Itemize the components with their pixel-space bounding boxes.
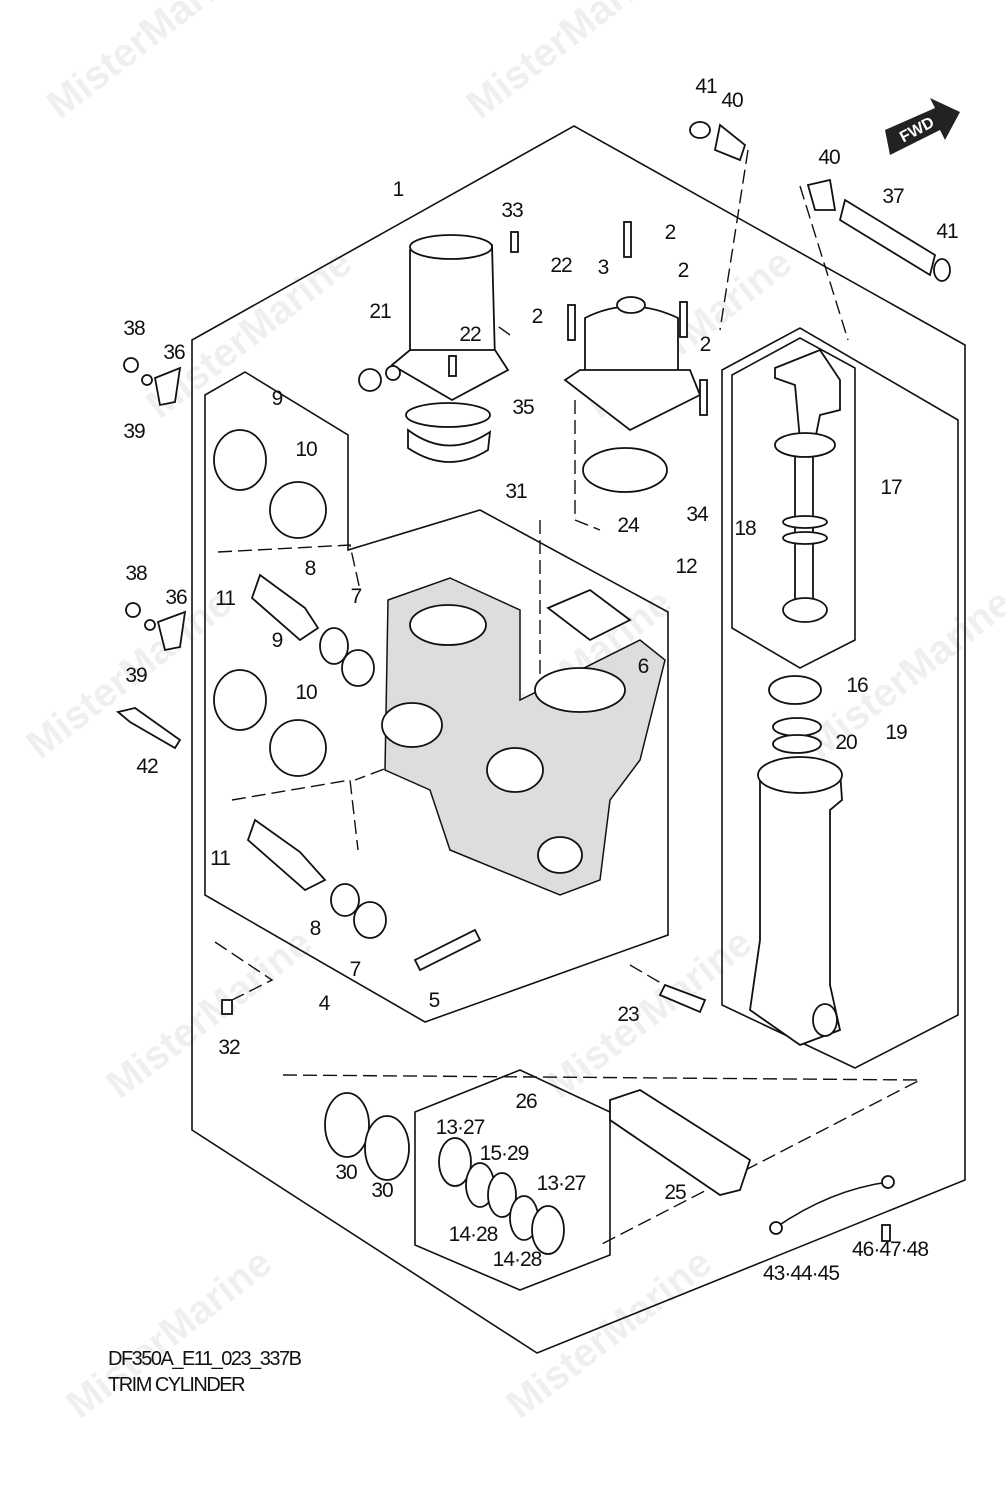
callout: 43·44·45 xyxy=(763,1262,839,1285)
callout: 20 xyxy=(835,731,857,754)
callout: 46·47·48 xyxy=(852,1238,928,1261)
svg-text:MisterMarine: MisterMarine xyxy=(58,1241,280,1428)
callout: 33 xyxy=(501,199,523,222)
callout: 30 xyxy=(371,1179,393,1202)
callout: 2 xyxy=(678,259,689,282)
callout: 17 xyxy=(880,476,902,499)
callout: 37 xyxy=(882,185,904,208)
callout: 16 xyxy=(846,674,868,697)
callout: 7 xyxy=(350,958,361,981)
callout: 9 xyxy=(272,629,283,652)
callout: 8 xyxy=(305,557,316,580)
assembly-frame xyxy=(191,125,966,1354)
callout: 36 xyxy=(163,341,185,364)
callout-labels: 41 40 40 37 41 1 33 2 22 3 2 2 2 21 22 3… xyxy=(123,75,959,1285)
callout: 38 xyxy=(123,317,145,340)
diagram-title: TRIM CYLINDER xyxy=(108,1374,246,1396)
callout: 35 xyxy=(512,396,534,419)
callout: 11 xyxy=(210,847,230,870)
callout: 19 xyxy=(885,721,907,744)
callout: 8 xyxy=(310,917,321,940)
callout: 25 xyxy=(664,1181,686,1204)
seal-kit-frame xyxy=(414,1069,611,1291)
callout: 1 xyxy=(393,178,404,201)
callout: 10 xyxy=(295,438,317,461)
fwd-arrow-icon: FWD xyxy=(885,98,960,155)
callout: 36 xyxy=(165,586,187,609)
svg-text:MisterMarine: MisterMarine xyxy=(38,0,260,127)
callout: 32 xyxy=(218,1036,240,1059)
callout: 22 xyxy=(459,323,481,346)
callout: 3 xyxy=(598,256,609,279)
callout: 42 xyxy=(136,755,158,778)
rod-frame xyxy=(731,337,856,669)
callout: 41 xyxy=(695,75,717,98)
callout: 11 xyxy=(215,587,235,610)
callout: 38 xyxy=(125,562,147,585)
part-shapes xyxy=(116,121,951,1255)
cylinder-frame xyxy=(721,327,959,1069)
callout: 21 xyxy=(369,300,391,323)
callout: 23 xyxy=(617,1003,639,1026)
callout: 13·27 xyxy=(436,1116,485,1139)
callout: 22 xyxy=(550,254,572,277)
callout: 2 xyxy=(665,221,676,244)
callout: 2 xyxy=(700,333,711,356)
callout: 7 xyxy=(351,585,362,608)
manifold-frame xyxy=(204,371,669,1023)
callout: 15·29 xyxy=(480,1142,529,1165)
callout: 14·28 xyxy=(493,1248,542,1271)
callout: 39 xyxy=(125,664,147,687)
svg-text:MisterMarine: MisterMarine xyxy=(458,0,680,127)
callout: 14·28 xyxy=(449,1223,498,1246)
svg-text:MisterMarine: MisterMarine xyxy=(98,921,320,1108)
callout: 6 xyxy=(638,655,649,678)
callout: 18 xyxy=(734,517,756,540)
callout: 9 xyxy=(272,387,283,410)
callout: 39 xyxy=(123,420,145,443)
callout: 24 xyxy=(617,514,640,537)
callout: 12 xyxy=(675,555,697,578)
callout: 5 xyxy=(429,989,440,1012)
callout: 26 xyxy=(515,1090,537,1113)
callout: 40 xyxy=(721,89,743,112)
callout: 40 xyxy=(818,146,840,169)
callout: 2 xyxy=(532,305,543,328)
callout: 41 xyxy=(936,220,958,243)
callout: 34 xyxy=(686,503,709,526)
callout: 30 xyxy=(335,1161,357,1184)
callout: 31 xyxy=(505,480,527,503)
diagram-code: DF350A_E11_023_337B xyxy=(108,1348,302,1370)
callout: 13·27 xyxy=(537,1172,586,1195)
callout: 4 xyxy=(319,992,331,1015)
callout: 10 xyxy=(295,681,317,704)
